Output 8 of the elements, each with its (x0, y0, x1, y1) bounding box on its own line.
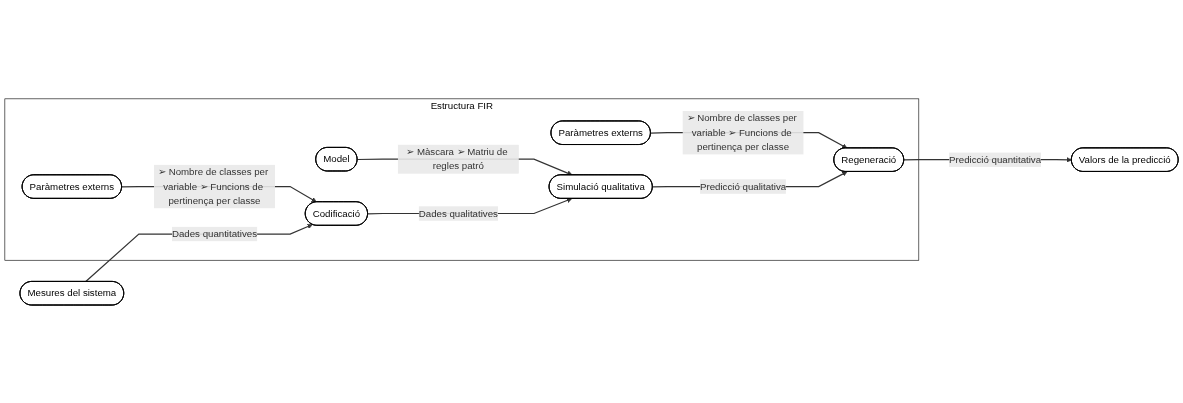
edge-label: Dades quantitatives (171, 228, 257, 239)
edge-label: ➢ Nombre de classes per variable ➢ Funcions de pertinença per classe (686, 112, 797, 152)
edge-label: ➢ Màscara ➢ Matriu de regles patró (406, 146, 508, 171)
edge-label: Predicció quantitativa (949, 153, 1042, 165)
edge-label: Dades qualitatives (418, 207, 498, 218)
edge-label: ➢ Nombre de classes per variable ➢ Funcions de pertinença per classe (158, 166, 269, 206)
arrow (84, 223, 313, 282)
edge-label: Predicció qualitativa (700, 180, 787, 191)
